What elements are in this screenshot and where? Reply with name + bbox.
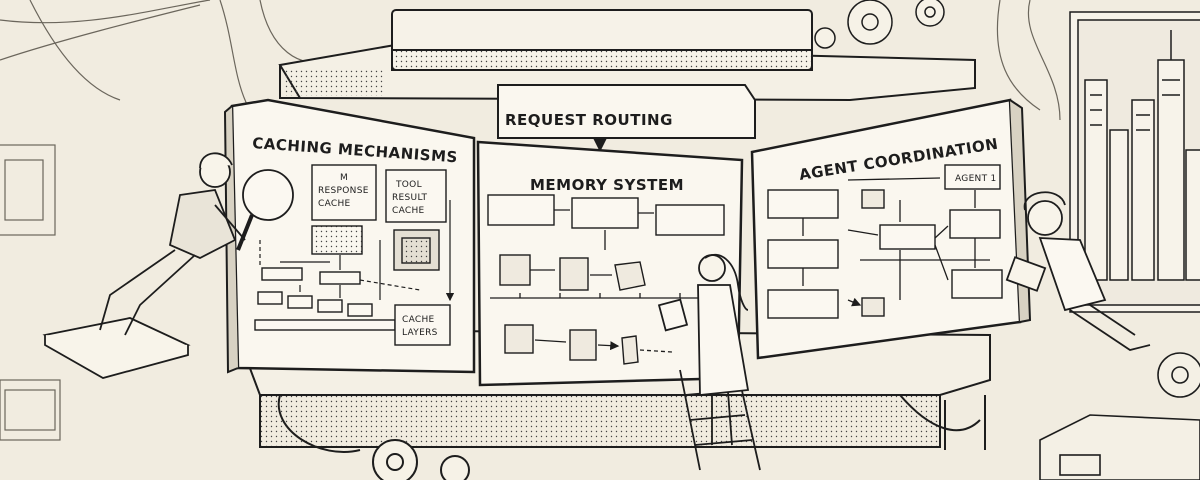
llm-cache-line-2: RESPONSE [318, 186, 369, 196]
scientist-on-ladder [657, 253, 761, 471]
gear-icon [814, 0, 945, 49]
kid-with-tablet [1005, 191, 1151, 351]
tool-cache-line-3: CACHE [392, 206, 425, 216]
top-platform [278, 9, 976, 102]
request-routing-box: REQUEST ROUTING [497, 84, 756, 152]
agent-1-label: AGENT 1 [955, 174, 997, 184]
researcher-with-magnifier [42, 152, 294, 379]
llm-cache-line-3: CACHE [318, 199, 351, 209]
llm-cache-line-1: M [340, 173, 348, 183]
cache-layers-line-2: LAYERS [402, 328, 438, 338]
cache-layers-line-1: CACHE [402, 315, 435, 325]
tool-cache-line-2: RESULT [392, 193, 428, 203]
city-window [1069, 11, 1200, 313]
memory-title: MEMORY SYSTEM [530, 176, 684, 194]
tool-cache-line-1: TOOL [395, 180, 422, 190]
machine-console [1039, 352, 1200, 480]
agent-panel: AGENT COORDINATION AGENT 1 [750, 98, 1032, 360]
caching-panel: CACHING MECHANISMS M RESPONSE CACHE TOOL… [223, 98, 476, 374]
request-routing-label: REQUEST ROUTING [505, 111, 673, 129]
